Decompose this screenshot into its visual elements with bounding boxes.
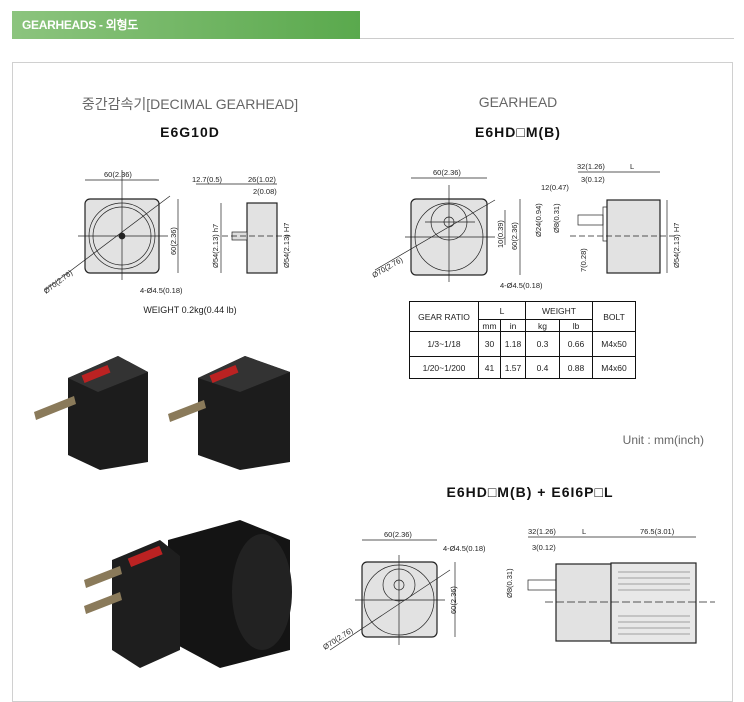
th-weight: WEIGHT xyxy=(525,301,593,320)
e6hd-side-view xyxy=(570,171,675,274)
dim-label: L xyxy=(630,162,634,171)
model-e6g10d: E6G10D xyxy=(160,124,220,140)
combo-front-view xyxy=(329,539,456,651)
header-divider xyxy=(360,38,734,39)
th-kg: kg xyxy=(525,319,560,332)
dim-label: 4-Ø4.5(0.18) xyxy=(140,286,183,295)
dim-label: 60(2.36) xyxy=(384,530,412,539)
dim-label: 10(0.39) xyxy=(496,220,505,248)
unit-label: Unit : mm(inch) xyxy=(622,433,704,447)
dim-label: 2(0.08) xyxy=(253,187,277,196)
cell: 1/3~1/18 xyxy=(409,331,479,357)
dim-label: 12(0.47) xyxy=(541,183,569,192)
cell: M4x50 xyxy=(592,331,636,357)
cell: 1/20~1/200 xyxy=(409,356,479,379)
cell: M4x60 xyxy=(592,356,636,379)
dim-label: 3(0.12) xyxy=(532,543,556,552)
dim-label: Ø70(2.76) xyxy=(321,625,355,651)
dim-label: 26(1.02) xyxy=(248,175,276,184)
dim-label: 4-Ø4.5(0.18) xyxy=(500,281,543,290)
dim-label: L xyxy=(582,527,586,536)
gearhead-photo-1 xyxy=(34,356,148,470)
dim-label: Ø70(2.76) xyxy=(42,268,75,296)
th-bolt: BOLT xyxy=(592,301,636,332)
dim-label: 4-Ø4.5(0.18) xyxy=(443,544,486,553)
cell: 0.4 xyxy=(525,356,560,379)
e6hd-front-view xyxy=(374,177,521,282)
dim-label: Ø70(2.76) xyxy=(371,255,405,280)
dim-label: 12.7(0.5) xyxy=(192,175,223,184)
dim-label: 32(1.26) xyxy=(528,527,556,536)
th-lb: lb xyxy=(559,319,593,332)
gear-ratio-table: GEAR RATIO L WEIGHT BOLT mm in kg lb 1/3… xyxy=(409,301,636,379)
dim-label: Ø8(0.31) xyxy=(552,203,561,233)
cell: 1.18 xyxy=(500,331,526,357)
dim-label: 76.5(3.01) xyxy=(640,527,675,536)
model-combo: E6HD□M(B) + E6I6P□L xyxy=(446,484,614,500)
dim-label: Ø24(0.94) xyxy=(534,203,543,237)
cell: 1.57 xyxy=(500,356,526,379)
cell: 0.3 xyxy=(525,331,560,357)
dim-label: Ø54(2.13) H7 xyxy=(672,223,681,268)
cell: 0.66 xyxy=(559,331,593,357)
e6g10d-side-view xyxy=(196,183,290,274)
section-header: GEARHEADS - 외형도 xyxy=(12,11,360,39)
cell: 0.88 xyxy=(559,356,593,379)
cell: 41 xyxy=(478,356,501,379)
th-l: L xyxy=(478,301,526,320)
gearhead-photo-2 xyxy=(168,356,290,470)
dim-label: 60(2.36) xyxy=(433,168,461,177)
decimal-gearhead-title: 중간감속기[DECIMAL GEARHEAD] xyxy=(81,96,299,112)
dim-label: Ø54(2.13) H7 xyxy=(282,223,291,268)
gearhead-title: GEARHEAD xyxy=(478,94,558,110)
dim-label: 60(2.36) xyxy=(510,222,519,250)
weight-label: WEIGHT 0.2kg(0.44 lb) xyxy=(143,305,237,315)
cell: 30 xyxy=(478,331,501,357)
dim-label: Ø54(2.13) h7 xyxy=(211,224,220,268)
th-gear-ratio: GEAR RATIO xyxy=(409,301,479,332)
dim-label: 7(0.28) xyxy=(579,248,588,272)
dim-label: 3(0.12) xyxy=(581,175,605,184)
gearmotor-photo xyxy=(84,520,292,668)
combo-side-view xyxy=(527,536,715,644)
dim-label: 60(2.36) xyxy=(104,170,132,179)
e6g10d-front-view xyxy=(44,170,179,291)
dim-label: 60(2.36) xyxy=(449,586,458,614)
dim-label: 60(2.36) xyxy=(169,227,178,255)
th-mm: mm xyxy=(478,319,501,332)
model-e6hd: E6HD□M(B) xyxy=(475,124,561,140)
dim-label: Ø8(0.31) xyxy=(505,568,514,598)
dim-label: 32(1.26) xyxy=(577,162,605,171)
th-in: in xyxy=(500,319,526,332)
